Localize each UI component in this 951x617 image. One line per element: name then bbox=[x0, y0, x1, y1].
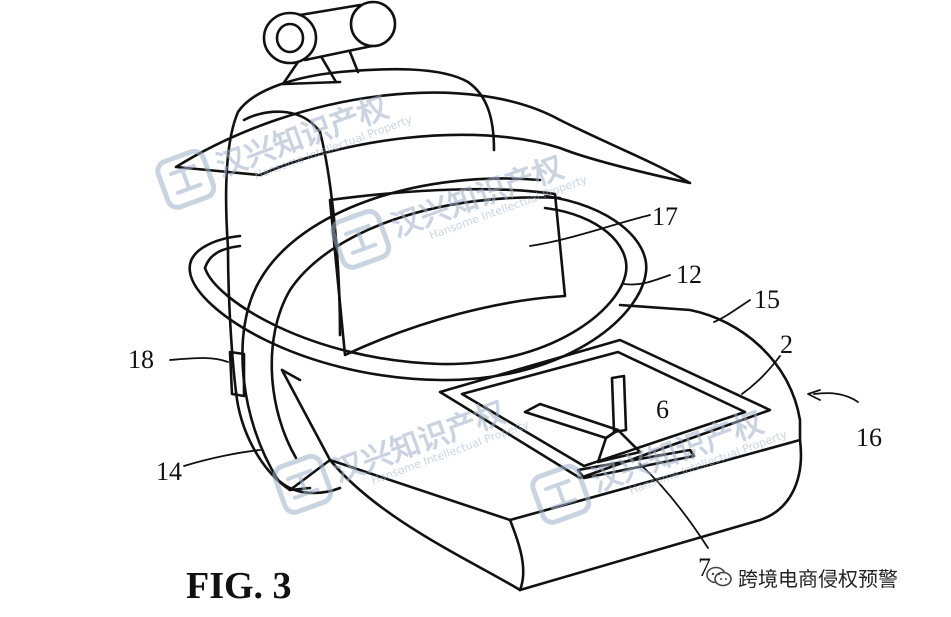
wechat-icon bbox=[706, 566, 732, 587]
label-16: 16 bbox=[856, 423, 882, 452]
control-plate-2 bbox=[438, 338, 772, 480]
reference-labels: 17 12 15 2 16 18 6 14 7 FIG. 3 bbox=[128, 202, 882, 607]
label-15: 15 bbox=[754, 285, 780, 314]
label-17: 17 bbox=[652, 202, 678, 231]
leader-lines bbox=[169, 214, 859, 549]
top-cylinder bbox=[262, 0, 397, 86]
label-6: 6 bbox=[656, 395, 669, 424]
label-2: 2 bbox=[780, 330, 793, 359]
label-14: 14 bbox=[156, 457, 182, 486]
label-18: 18 bbox=[128, 345, 154, 374]
figure-title: FIG. 3 bbox=[186, 565, 292, 607]
sweeping-blade bbox=[174, 91, 692, 185]
credit-text: 跨境电商侵权预警 bbox=[738, 566, 898, 591]
seat-back-17 bbox=[328, 187, 567, 357]
label-12: 12 bbox=[676, 260, 702, 289]
credit-badge: 跨境电商侵权预警 bbox=[706, 562, 898, 592]
ring-12 bbox=[188, 194, 648, 382]
joystick-6 bbox=[523, 374, 696, 480]
side-button-18 bbox=[228, 350, 246, 398]
